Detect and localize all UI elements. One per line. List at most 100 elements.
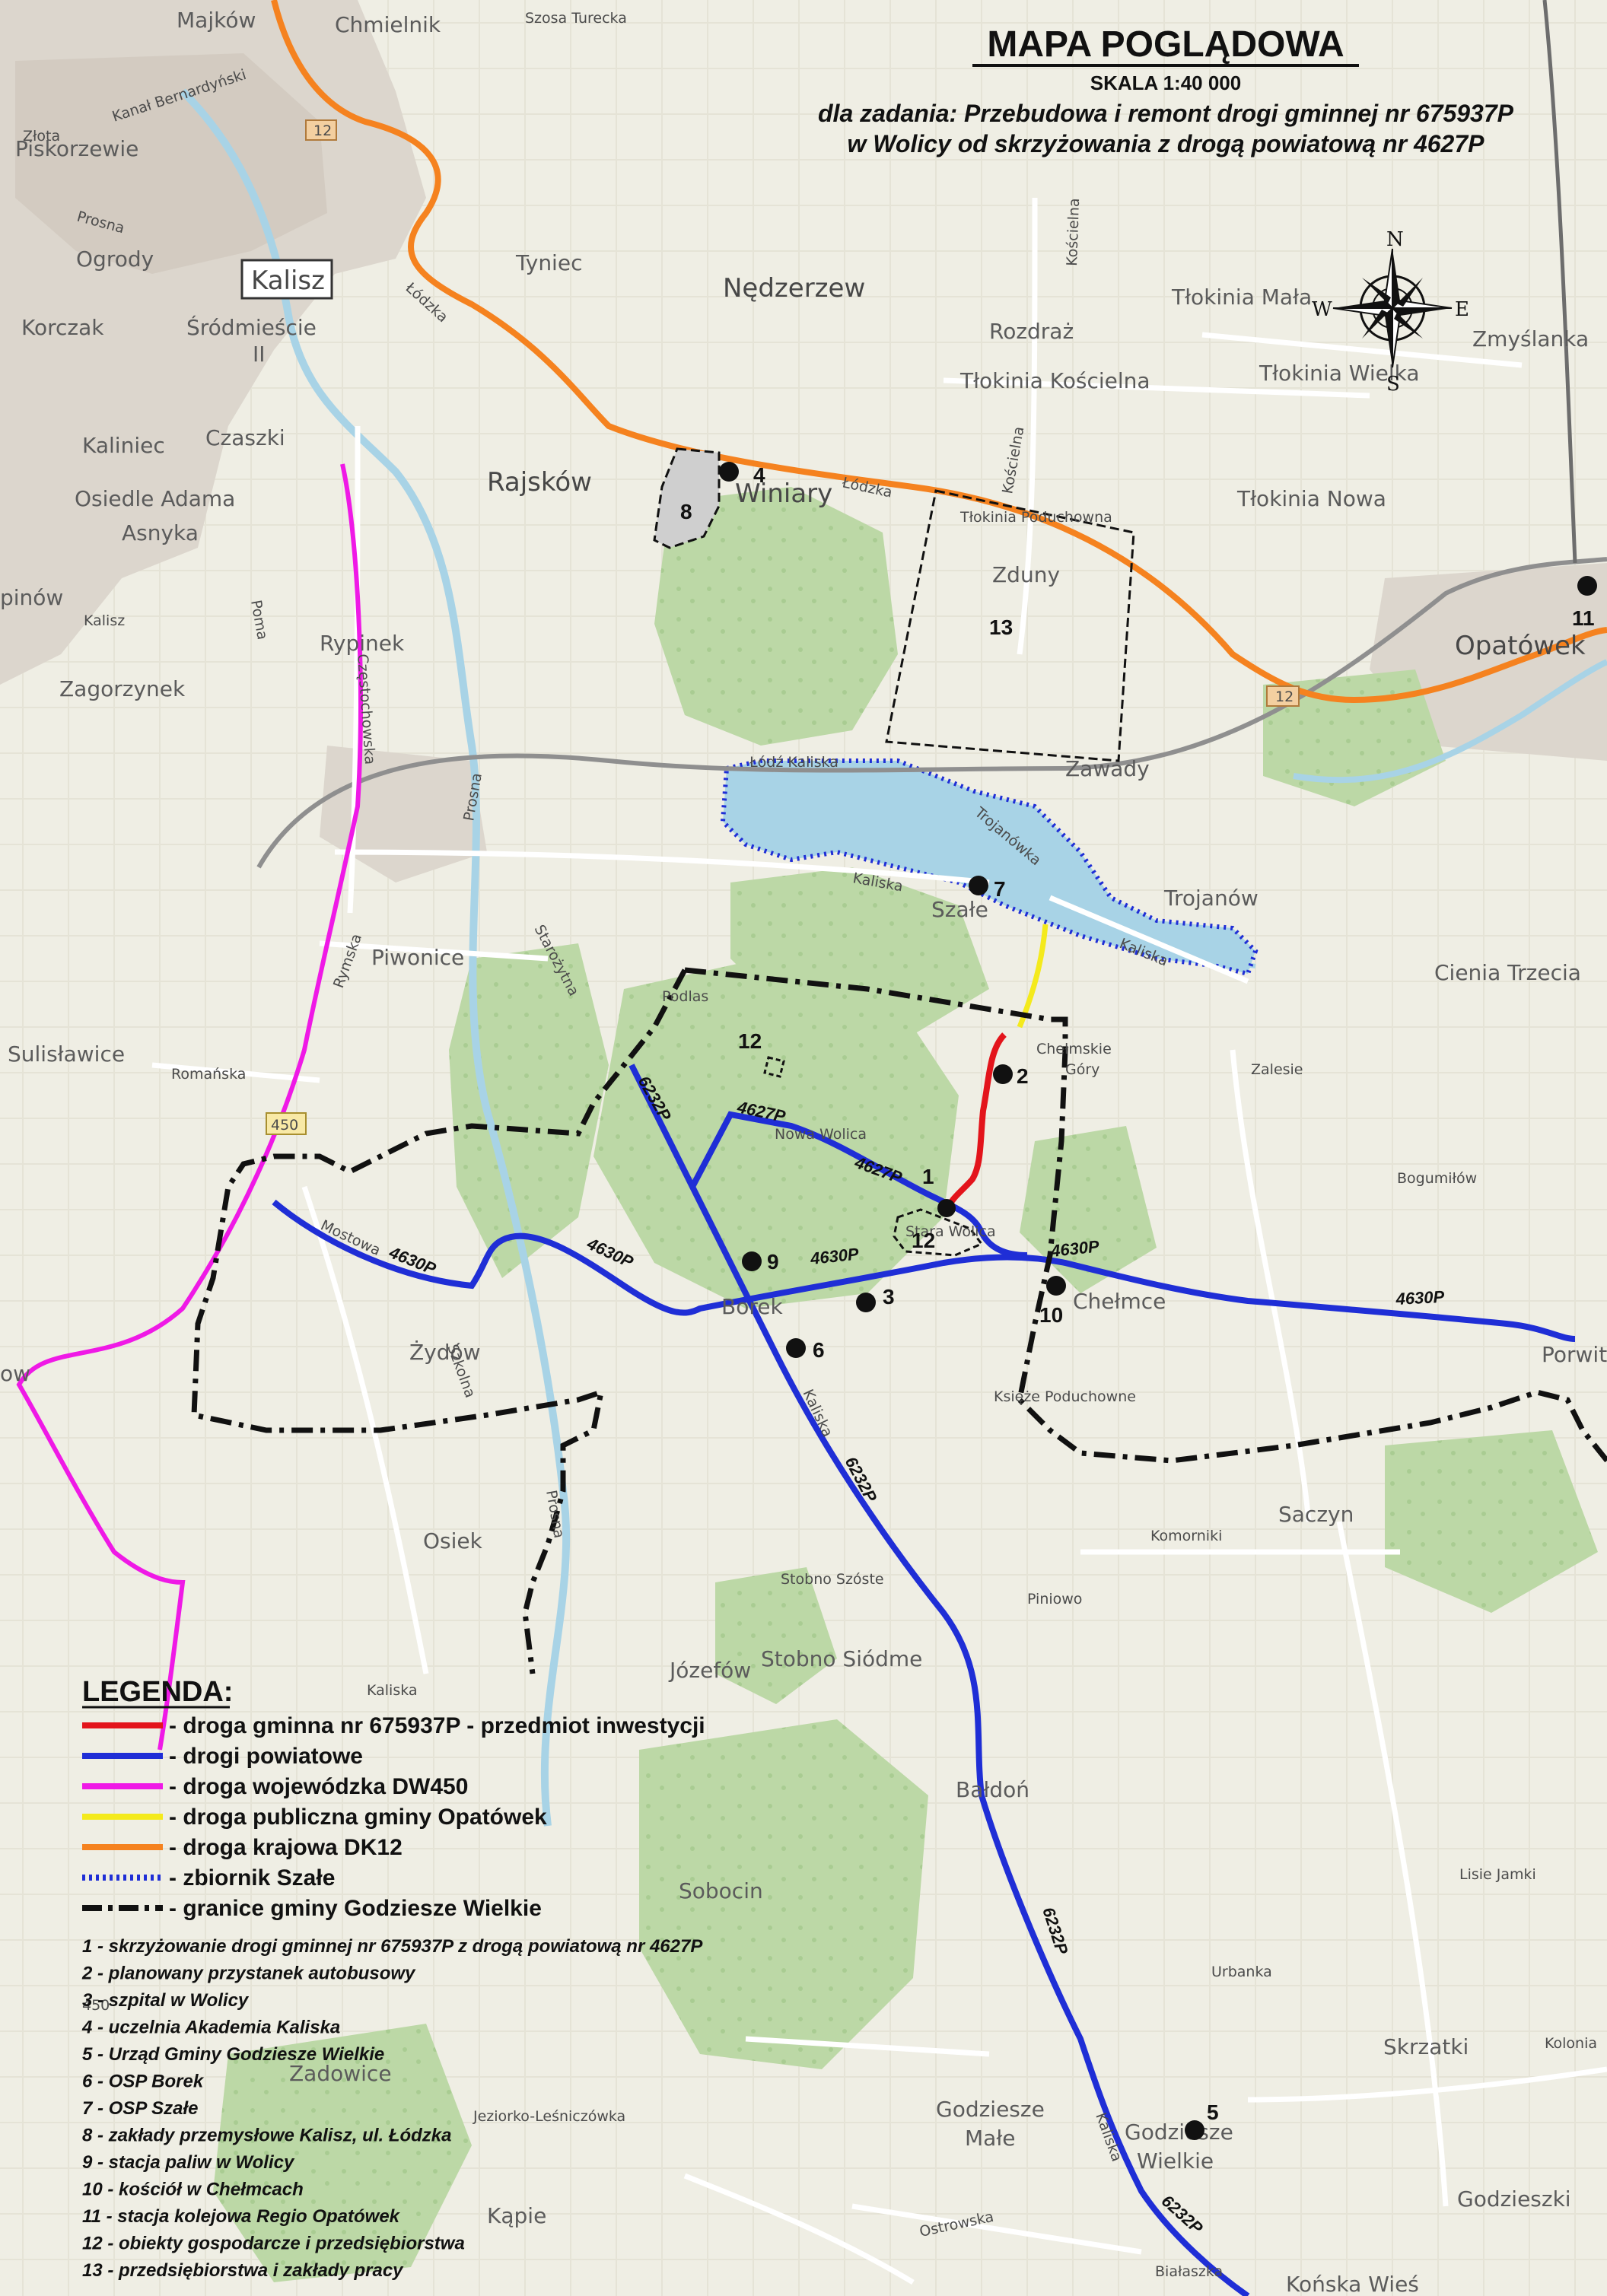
label-majkow: Majków xyxy=(177,8,256,33)
label-srodmiescie: Śródmieście xyxy=(186,314,317,340)
label-borek: Borek xyxy=(721,1294,783,1319)
label-sulislawice: Sulisławice xyxy=(8,1041,125,1067)
street-koscielna-1: Kościelna xyxy=(1064,198,1083,266)
label-zduny: Zduny xyxy=(992,562,1060,587)
poi-6-dot xyxy=(786,1338,806,1358)
legend-numbered-item-12: 12 - obiekty gospodarcze i przedsiębiors… xyxy=(82,2234,465,2254)
road-6232p xyxy=(628,1064,1250,2296)
area-13-enterprises xyxy=(885,489,1135,762)
legend-numbered-item-5: 5 - Urząd Gminy Godziesze Wielkie xyxy=(82,2044,384,2065)
label-asnyka: Asnyka xyxy=(122,520,199,545)
forest-winiary xyxy=(654,487,898,746)
road-dk12 xyxy=(271,0,1607,704)
poi-4-label: 4 xyxy=(753,463,765,487)
poi-6-label: 6 xyxy=(813,1338,825,1362)
poi-markers: 1 2 3 4 5 6 7 8 9 10 11 12 12 13 xyxy=(680,462,1597,2140)
legend-item-label-3: - droga publiczna gminy Opatówek xyxy=(169,1805,547,1830)
road-4627p xyxy=(689,1111,1028,1258)
label-ciena-trzecia: Cienia Trzecia xyxy=(1434,960,1581,985)
boundary-godziesze-wielkie xyxy=(191,967,1607,1674)
label-zydow: Żydów xyxy=(409,1340,481,1365)
label-opatowek: Opatówek xyxy=(1455,631,1586,661)
label-piwonice: Piwonice xyxy=(371,945,464,970)
label-jozefow: Józefów xyxy=(668,1658,751,1683)
forest-saczyn xyxy=(1385,1430,1598,1613)
poi-5-dot xyxy=(1185,2120,1204,2140)
shield-dk12-b: 12 xyxy=(1275,688,1294,705)
poi-11-dot xyxy=(1577,576,1597,596)
compass-e: E xyxy=(1455,298,1469,321)
label-pinow: pinów xyxy=(0,585,63,610)
label-zalesie: Zalesie xyxy=(1251,1061,1303,1078)
roadnum-4630p-e: 4630P xyxy=(1395,1287,1445,1309)
poi-10-label: 10 xyxy=(1039,1303,1063,1327)
legend-numbered: 1 - skrzyżowanie drogi gminnej nr 675937… xyxy=(81,1936,703,2281)
label-stobno-siodme: Stobno Siódme xyxy=(761,1646,922,1671)
legend: LEGENDA: - droga gminna nr 675937P - prz… xyxy=(81,1676,705,2281)
label-trojanow: Trojanów xyxy=(1163,886,1259,911)
label-chelmskie-gory-1: Chełmskie xyxy=(1036,1041,1112,1057)
label-piniowo: Piniowo xyxy=(1027,1591,1082,1608)
label-zadowice: Zadowice xyxy=(289,2061,392,2086)
label-podlas: Podlas xyxy=(662,988,708,1005)
forest-wolica xyxy=(593,959,959,1309)
poi-4-dot xyxy=(719,462,739,482)
title-line-2: w Wolicy od skrzyżowania z drogą powiato… xyxy=(848,130,1485,157)
shield-dk12-a: 12 xyxy=(313,122,332,139)
label-godziesze-wielkie-1: Godziesze xyxy=(1125,2120,1233,2145)
legend-numbered-item-1: 1 - skrzyżowanie drogi gminnej nr 675937… xyxy=(82,1936,703,1957)
label-nowa-wolica: Nowa Wolica xyxy=(775,1126,867,1143)
label-tlokinia-mala: Tłokinia Mała xyxy=(1171,285,1312,310)
label-rypinek: Rypinek xyxy=(320,631,405,656)
legend-item-label-5: - zbiornik Szałe xyxy=(169,1865,335,1891)
compass-rose: N S E W xyxy=(1312,228,1469,396)
forest-west xyxy=(449,943,609,1278)
label-srodmiescie-ii: II xyxy=(253,342,266,367)
forest-south-west xyxy=(213,2024,472,2282)
label-kalisz: Kalisz xyxy=(251,266,325,296)
label-zagorzynek: Zagorzynek xyxy=(59,676,186,701)
label-stara-wolica: Stara Wolica xyxy=(905,1223,996,1240)
label-kapie: Kąpie xyxy=(487,2203,546,2228)
label-chelmce: Chełmce xyxy=(1073,1289,1166,1314)
legend-numbered-item-13: 13 - przedsiębiorstwa i zakłady pracy xyxy=(82,2260,404,2281)
label-tlokinia-nowa: Tłokinia Nowa xyxy=(1236,486,1386,511)
legend-numbered-item-3: 3 - szpital w Wolicy xyxy=(82,1990,250,2011)
minor-roads xyxy=(151,197,1607,2285)
label-godziesze-male-1: Godziesze xyxy=(936,2097,1045,2122)
label-nedzerzew: Nędzerzew xyxy=(723,273,865,304)
forest-sobocin xyxy=(639,1719,928,2069)
river-east xyxy=(1293,659,1607,784)
poi-7-dot xyxy=(969,876,988,895)
label-godzieszki: Godzieszki xyxy=(1457,2186,1571,2212)
river-prosna xyxy=(180,88,571,1827)
poi-2-dot xyxy=(993,1064,1013,1084)
urban-area-kalisz-core xyxy=(15,53,327,274)
label-zawady: Zawady xyxy=(1065,756,1150,781)
label-chmielnik: Chmielnik xyxy=(335,12,441,37)
railway-line xyxy=(256,557,1607,869)
label-kolonia: Kolonia xyxy=(1545,2035,1597,2052)
legend-numbered-item-6: 6 - OSP Borek xyxy=(82,2072,205,2092)
label-korczak: Korczak xyxy=(21,315,104,340)
poi-7-label: 7 xyxy=(994,877,1006,901)
label-ksieze-poduchowne: Księże Poduchowne xyxy=(994,1388,1136,1405)
label-osiek: Osiek xyxy=(423,1528,483,1553)
legend-heading: LEGENDA: xyxy=(82,1676,233,1708)
label-tlokinia-poduchowna: Tłokinia Poduchowna xyxy=(959,509,1112,526)
label-ow-left: ow xyxy=(0,1361,30,1386)
forest-jozefow xyxy=(715,1567,837,1704)
label-komorniki: Komorniki xyxy=(1150,1528,1222,1544)
poi-10-dot xyxy=(1046,1276,1066,1296)
label-godziesze-wielkie-2: Wielkie xyxy=(1137,2148,1214,2174)
legend-item-label-6: - granice gminy Godziesze Wielkie xyxy=(169,1896,542,1921)
label-ogrody: Ogrody xyxy=(76,246,154,272)
label-saczyn: Saczyn xyxy=(1278,1502,1354,1527)
label-tyniec: Tyniec xyxy=(515,250,582,275)
shield-dw450-a: 450 xyxy=(271,1117,298,1134)
poi-3-label: 3 xyxy=(883,1285,895,1309)
poi-5-label: 5 xyxy=(1207,2100,1219,2124)
shield-dw450-b: 450 xyxy=(82,1997,110,2014)
poi-1-dot xyxy=(937,1199,956,1217)
